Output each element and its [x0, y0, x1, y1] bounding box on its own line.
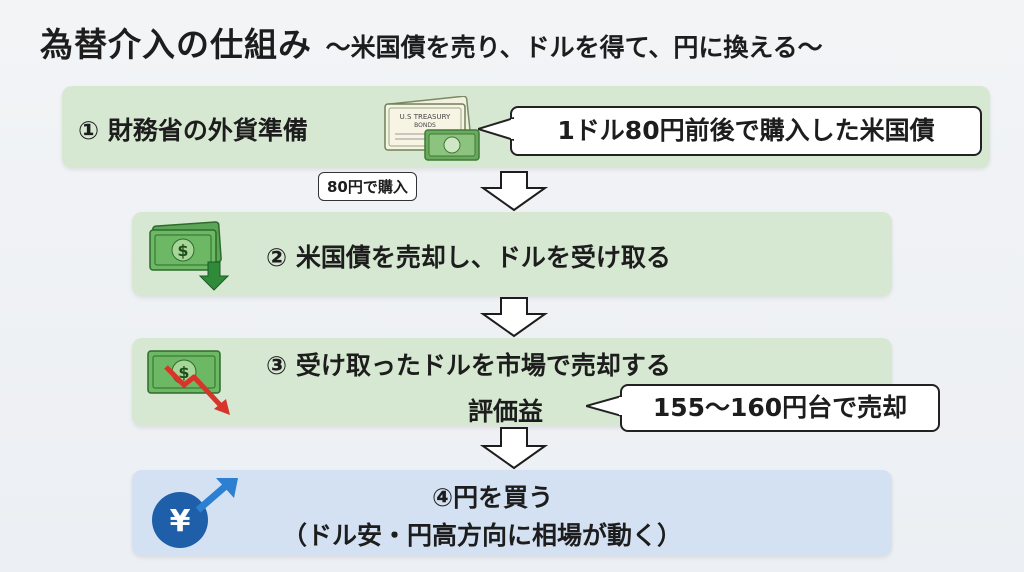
- svg-text:BONDS: BONDS: [414, 122, 436, 129]
- purchase-price-text: 1ドル80円前後で購入した米国債: [557, 116, 935, 145]
- sold-at-callout: 155〜160円台で売却: [620, 384, 940, 432]
- bought-at-label: 80円で購入: [318, 172, 417, 201]
- svg-text:U.S TREASURY: U.S TREASURY: [400, 113, 451, 121]
- page-title: 為替介入の仕組み 〜米国債を売り、ドルを得て、円に換える〜: [40, 18, 823, 66]
- treasury-bonds-icon: U.S TREASURY BONDS: [381, 95, 481, 164]
- step-3-sublabel: 評価益: [468, 397, 544, 426]
- step-1-label: ① 財務省の外貨準備: [78, 116, 308, 145]
- purchase-price-callout: 1ドル80円前後で購入した米国債: [510, 106, 982, 156]
- step-3-label: ③ 受け取ったドルを市場で売却する: [266, 351, 671, 380]
- dollar-bill-falling-icon: $: [146, 345, 238, 419]
- yen-up-icon: ¥: [146, 474, 242, 554]
- svg-text:$: $: [177, 241, 188, 260]
- step-4-box: [132, 470, 892, 556]
- svg-text:$: $: [178, 363, 189, 382]
- step-4-sublabel: （ドル安・円高方向に相場が動く）: [282, 521, 683, 550]
- down-arrow-1: [479, 171, 549, 212]
- step-4-label: ④円を買う: [432, 483, 554, 512]
- title-subtitle: 〜米国債を売り、ドルを得て、円に換える〜: [325, 33, 823, 62]
- callout-tail-1: [478, 116, 514, 142]
- svg-text:¥: ¥: [170, 504, 191, 539]
- sold-at-text: 155〜160円台で売却: [652, 393, 908, 422]
- down-arrow-3: [479, 427, 549, 470]
- step-2-box: [132, 212, 892, 296]
- dollar-bills-down-icon: $: [148, 220, 238, 292]
- step-2-label: ② 米国債を売却し、ドルを受け取る: [266, 243, 671, 272]
- down-arrow-2: [479, 297, 549, 338]
- callout-tail-3: [586, 394, 622, 418]
- title-main: 為替介入の仕組み: [40, 25, 312, 64]
